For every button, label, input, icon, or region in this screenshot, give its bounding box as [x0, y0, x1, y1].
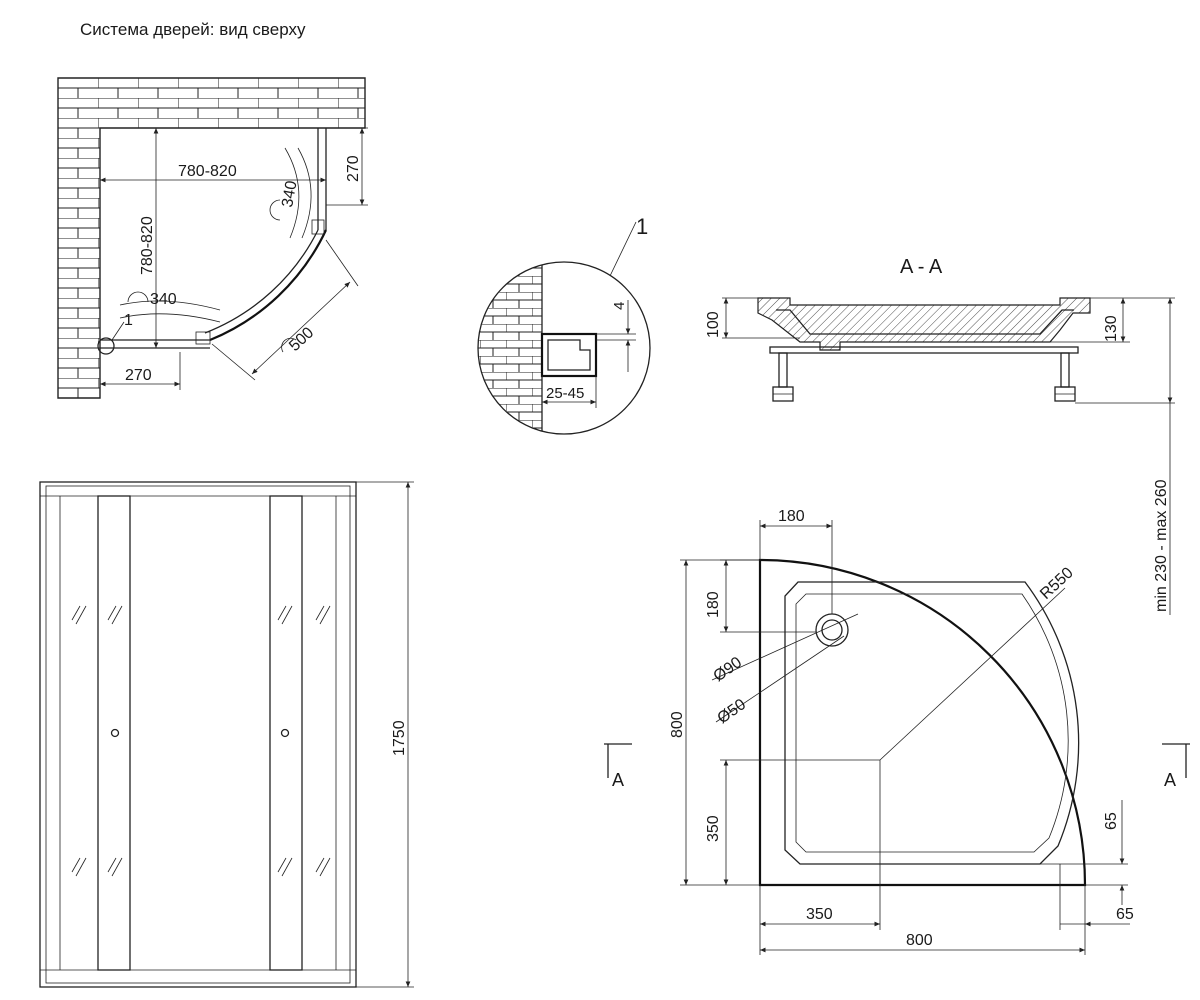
- right-handle: [280, 728, 290, 738]
- depth-right-dim: 130: [1103, 315, 1120, 342]
- drain-offset-y: 180: [705, 591, 722, 618]
- section-view: A - A 100 130 min 230 - max 260: [705, 256, 1175, 615]
- detail-callout-circle: [97, 337, 115, 355]
- top-view: 1 780-820 780-820 270 270 340 340 500: [57, 77, 368, 399]
- depth-left-dim: 100: [705, 311, 722, 338]
- gap-dim: 4: [611, 302, 628, 310]
- right-leg: [1054, 352, 1076, 402]
- total-depth-dim: 800: [669, 711, 686, 738]
- brick-wall: [57, 77, 366, 399]
- rim-bottom-dim: 65: [1116, 906, 1134, 923]
- left-leg: [772, 352, 794, 402]
- height-dim: 1750: [391, 720, 408, 756]
- straight-depth-dim: 350: [705, 815, 722, 842]
- door-top-dim: 270: [345, 155, 362, 182]
- drain-inner-dim: Ø50: [715, 696, 750, 727]
- profile-dim: 25-45: [546, 385, 584, 402]
- swing-bottom-dim: 340: [150, 291, 177, 308]
- section-mark-left: A: [612, 770, 624, 790]
- tray-outline: [758, 558, 1087, 887]
- section-title: A - A: [900, 256, 943, 278]
- tray-plan: R550 180 180 Ø90 Ø50 800 350 65: [604, 508, 1190, 955]
- drawing-title: Система дверей: вид сверху: [80, 20, 306, 39]
- door-bottom-dim: 270: [125, 367, 152, 384]
- drain-offset-x: 180: [778, 508, 805, 525]
- callout-label: 1: [124, 312, 133, 329]
- door-width-dim: 500: [286, 324, 317, 355]
- tray-section: [757, 297, 1091, 351]
- detail-callout: 1: [636, 214, 648, 239]
- cabin-frame: [39, 481, 357, 988]
- detail-view: 1 4 25-45: [477, 214, 651, 435]
- depth-dim: 780-820: [139, 216, 156, 275]
- drain-outer-dim: Ø90: [711, 654, 746, 685]
- width-dim: 780-820: [178, 163, 237, 180]
- height-range-dim: min 230 - max 260: [1153, 479, 1170, 612]
- left-handle: [110, 728, 120, 738]
- left-door-frame: [97, 495, 131, 971]
- drain-outer: [815, 613, 849, 647]
- rim-right-dim: 65: [1103, 812, 1120, 830]
- section-mark-right: A: [1164, 770, 1176, 790]
- total-width-dim: 800: [906, 932, 933, 949]
- right-door-frame: [269, 495, 303, 971]
- swing-top-dim: 340: [279, 179, 300, 208]
- glass-reflections: [71, 605, 331, 877]
- straight-width-dim: 350: [806, 906, 833, 923]
- radius-dim: R550: [1037, 564, 1077, 603]
- front-view: 1750: [39, 481, 414, 988]
- detail-circle: [477, 261, 651, 435]
